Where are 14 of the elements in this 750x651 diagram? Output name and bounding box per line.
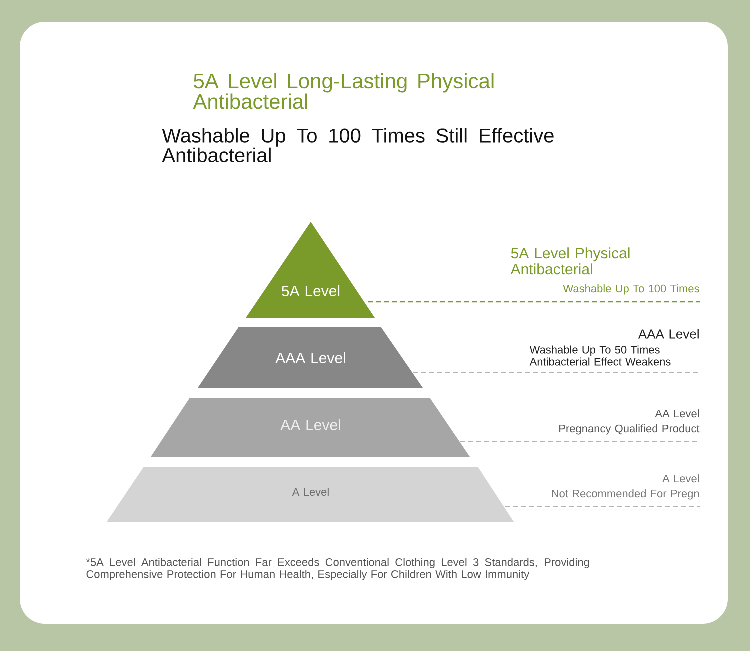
leader-line (504, 506, 700, 508)
pyramid-tier: 5A Level (246, 222, 375, 318)
level-description: A Level Not Recommended For Pregn (552, 474, 700, 500)
pyramid-tier: AAA Level (198, 327, 423, 388)
heading: Washable Up To 100 Times Still Effective Antibacterial (162, 128, 554, 163)
footnote: *5A Level Antibacterial Function Far Exceeds Conventional Clothing Level 3 Standards, Providing Comprehensive Protection For Human Health, Especially For Children With Low Immunity (86, 558, 590, 580)
leader-line (368, 301, 700, 303)
level-description: AA Level Pregnancy Qualified Product (560, 410, 700, 435)
pyramid-tier: A Level (107, 467, 514, 522)
title: 5A Level Long-Lasting Physical Antibacterial (193, 73, 494, 110)
pyramid-tier: AA Level (151, 398, 470, 457)
level-description: 5A Level Physical Antibacterial Washable Up To 100 Times (510, 248, 700, 295)
level-description: AAA Level Washable Up To 50 Times Antibacterial Effect Weakens (530, 329, 699, 366)
leader-line (412, 372, 700, 374)
